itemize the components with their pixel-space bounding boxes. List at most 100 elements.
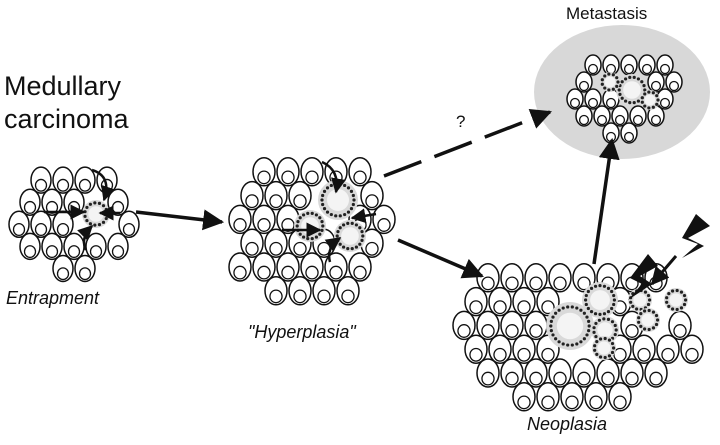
gland-dot — [325, 210, 330, 214]
arrow-hyperplasia-to-metastasis-dashed — [383, 109, 552, 178]
gland-dot — [679, 306, 684, 310]
gland-dot — [302, 213, 306, 217]
cell-nucleus — [623, 131, 635, 143]
gland-dot — [643, 290, 648, 294]
gland-dot — [636, 99, 641, 103]
cell-nucleus — [257, 218, 271, 232]
gland-dot — [321, 193, 325, 198]
gland-dot — [343, 212, 347, 217]
gland-dot — [350, 247, 354, 251]
gland-dot — [561, 342, 565, 346]
gland-dot — [346, 221, 350, 225]
gland-dot — [584, 293, 588, 298]
gland-dot — [598, 355, 603, 359]
gland-dot — [632, 75, 636, 79]
gland-lumen — [597, 322, 613, 338]
gland-dot — [611, 87, 615, 91]
gland-dot — [640, 80, 644, 84]
gland-dot — [338, 226, 342, 230]
uncertain-question-mark: ? — [456, 112, 466, 131]
title-line-1: Medullary — [4, 71, 122, 101]
cell-nucleus — [517, 395, 531, 410]
gland-dot — [628, 101, 632, 105]
gland-dot — [320, 198, 324, 202]
gland-dot — [632, 101, 636, 105]
cell-nucleus — [589, 395, 603, 410]
arrow-hyperplasia-to-neoplasia — [397, 238, 484, 279]
gland-dot — [647, 308, 651, 313]
gland-dot — [598, 284, 602, 288]
gland-dot — [651, 310, 656, 314]
cell-nucleus — [233, 265, 247, 280]
cell-nucleus — [578, 80, 590, 92]
gland-dot — [321, 202, 325, 207]
gland-dot — [634, 307, 639, 311]
neoplasia-cell-cluster — [452, 263, 704, 412]
gland-dot — [97, 223, 102, 227]
gland-dot — [643, 92, 647, 96]
gland-dot — [612, 293, 616, 298]
cell-nucleus — [649, 371, 663, 386]
cell-nucleus — [613, 347, 627, 362]
gland-dot — [675, 288, 679, 293]
gland-dot — [343, 183, 347, 188]
gland-dot — [310, 237, 314, 241]
gland-lumen — [644, 94, 656, 106]
gland-dot — [624, 99, 628, 103]
cell-nucleus — [233, 218, 247, 232]
cell-nucleus — [89, 245, 103, 259]
gland-dot — [561, 306, 565, 310]
cell-nucleus — [353, 265, 367, 280]
cell-nucleus — [553, 276, 567, 291]
gland-dot — [606, 317, 611, 321]
gland-dot — [83, 214, 87, 218]
cell-nucleus — [257, 170, 271, 185]
cell-nucleus — [517, 300, 531, 315]
cell-nucleus — [67, 245, 81, 259]
gland-dot — [85, 205, 89, 210]
gland-dot — [600, 82, 604, 86]
cell-nucleus — [457, 324, 471, 338]
cell-nucleus — [493, 347, 507, 362]
gland-dot — [639, 312, 643, 316]
gland-dot — [361, 234, 365, 238]
label-entrapment: Entrapment — [6, 288, 100, 308]
cell-nucleus — [577, 371, 591, 386]
gland-dot — [606, 286, 611, 290]
cell-nucleus — [613, 395, 627, 410]
gland-dot — [628, 75, 632, 79]
cell-nucleus — [605, 97, 617, 109]
gland-dot — [101, 220, 106, 224]
entrapment-cell-cluster — [8, 166, 140, 283]
cell-nucleus — [23, 245, 37, 259]
gland-lumen — [301, 217, 319, 235]
cell-nucleus — [493, 300, 507, 315]
gland-dot — [570, 305, 574, 309]
gland-dot — [306, 237, 310, 241]
gland-dot — [656, 318, 660, 322]
gland-dot — [607, 354, 612, 358]
gland-dot — [612, 346, 616, 350]
gland-dot — [642, 84, 646, 88]
gland-dot — [592, 330, 596, 334]
cell-nucleus — [623, 63, 635, 75]
cell-nucleus — [685, 347, 699, 362]
gland-dot — [582, 311, 586, 315]
gland-lumen — [633, 293, 647, 307]
gland-dot — [611, 73, 615, 77]
cell-nucleus — [56, 267, 70, 281]
cell-nucleus — [257, 265, 271, 280]
gland-lumen — [669, 293, 683, 307]
gland-dot — [579, 308, 583, 312]
gland-dot — [637, 320, 641, 324]
gland-dot — [593, 284, 598, 288]
cell-nucleus — [565, 395, 579, 410]
gland-dot — [651, 91, 655, 95]
gland-dot — [647, 90, 651, 94]
gland-dot — [600, 78, 604, 82]
gland-dot — [346, 210, 351, 214]
gland-lumen — [623, 81, 641, 99]
gland-dot — [589, 310, 594, 314]
gland-dot — [360, 238, 364, 242]
gland-dot — [593, 344, 597, 348]
